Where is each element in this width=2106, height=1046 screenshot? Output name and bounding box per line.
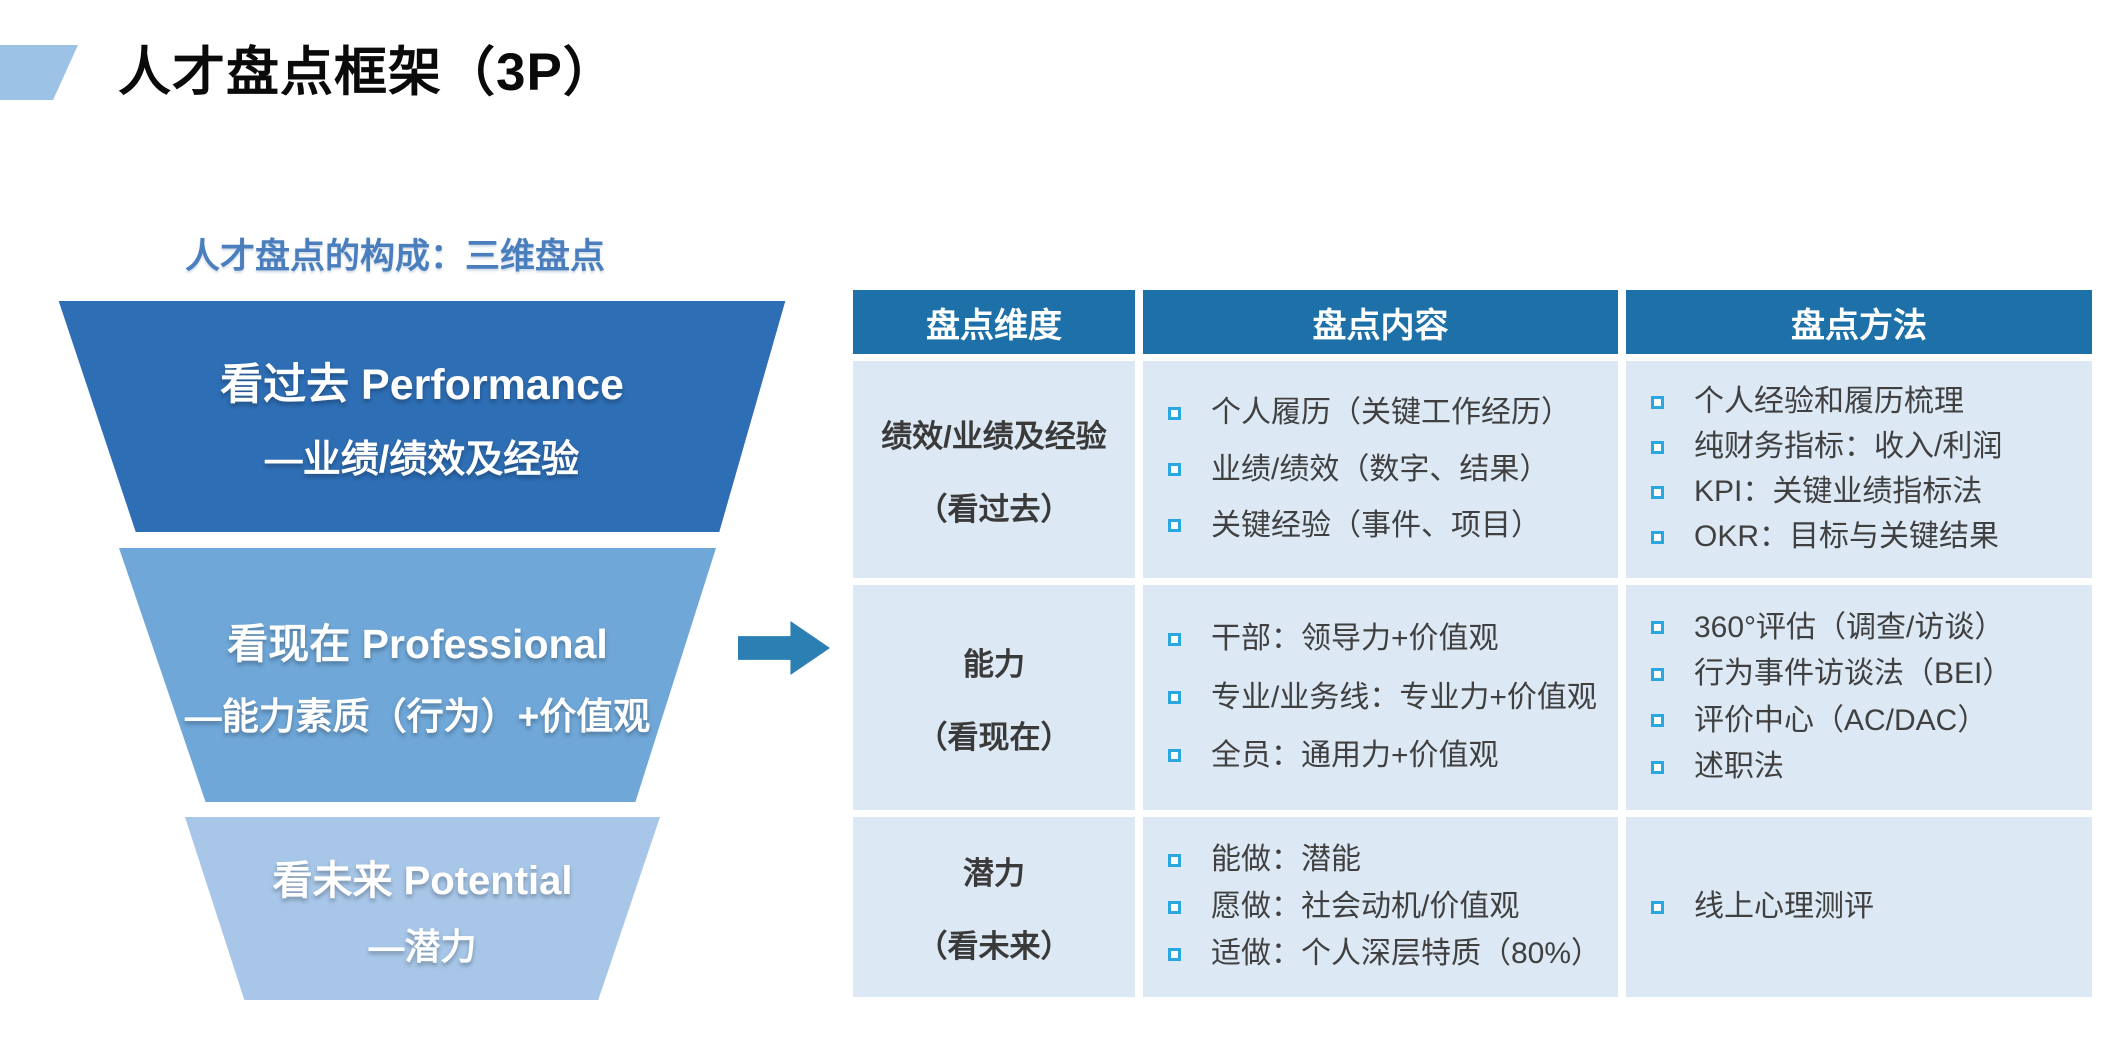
list-item: 评价中心（AC/DAC） bbox=[1651, 703, 2084, 739]
funnel-stage-potential: 看未来 Potential —潜力 bbox=[185, 817, 660, 1000]
square-bullet-icon bbox=[1168, 691, 1181, 704]
square-bullet-icon bbox=[1168, 632, 1181, 646]
square-bullet-icon bbox=[1651, 760, 1664, 774]
bullet-text: 业绩/绩效（数字、结果） bbox=[1211, 452, 1550, 486]
bullet-text: 能做：潜能 bbox=[1211, 843, 1361, 876]
funnel-caption: 人才盘点的构成：三维盘点 bbox=[185, 237, 606, 276]
bullet-text: 个人经验和履历梳理 bbox=[1694, 385, 1964, 418]
list-item: 线上心理测评 bbox=[1651, 889, 2084, 925]
stage-subtitle: —潜力 bbox=[368, 925, 477, 967]
cell-methods-potential: 线上心理测评 bbox=[1626, 817, 2092, 997]
list-item: 适做：个人深层特质（80%） bbox=[1168, 936, 1610, 972]
dimension-note: （看现在） bbox=[916, 719, 1072, 755]
list-item: 关键经验（事件、项目） bbox=[1168, 508, 1610, 544]
funnel-stage-performance: 看过去 Performance —业绩/绩效及经验 bbox=[58, 301, 786, 532]
bullet-text: 个人履历（关键工作经历） bbox=[1211, 396, 1571, 430]
funnel-stage-professional: 看现在 Professional —能力素质（行为）+价值观 bbox=[119, 548, 716, 802]
list-item: 干部：领导力+价值观 bbox=[1168, 621, 1610, 657]
cell-content-ability: 干部：领导力+价值观 专业/业务线：专业力+价值观 全员：通用力+价值观 bbox=[1143, 585, 1618, 810]
stage-subtitle: —业绩/绩效及经验 bbox=[264, 439, 580, 481]
column-header-dimension: 盘点维度 bbox=[853, 290, 1135, 354]
cell-dimension-performance: 绩效/业绩及经验 （看过去） bbox=[853, 361, 1135, 578]
square-bullet-icon bbox=[1168, 900, 1181, 914]
square-bullet-icon bbox=[1651, 440, 1664, 454]
stage-title: 看过去 Performance bbox=[220, 361, 624, 409]
cell-content-performance: 个人履历（关键工作经历） 业绩/绩效（数字、结果） 关键经验（事件、项目） bbox=[1143, 361, 1618, 578]
dimension-note: （看过去） bbox=[916, 491, 1072, 527]
bullet-text: 关键经验（事件、项目） bbox=[1211, 508, 1541, 542]
dimension-note: （看未来） bbox=[916, 929, 1072, 964]
stage-title: 看未来 Potential bbox=[272, 858, 573, 903]
bullet-text: 线上心理测评 bbox=[1694, 890, 1874, 923]
list-item: 愿做：社会动机/价值观 bbox=[1168, 889, 1610, 925]
bullet-text: 360°评估（调查/访谈） bbox=[1694, 610, 2005, 644]
dimension-title: 潜力 bbox=[963, 856, 1025, 891]
square-bullet-icon bbox=[1168, 947, 1181, 961]
bullet-text: 评价中心（AC/DAC） bbox=[1694, 703, 1988, 737]
bullet-text: 愿做：社会动机/价值观 bbox=[1211, 890, 1520, 923]
list-item: KPI：关键业绩指标法 bbox=[1651, 474, 2084, 510]
square-bullet-icon bbox=[1651, 714, 1664, 728]
square-bullet-icon bbox=[1651, 395, 1664, 409]
bullet-text: 专业/业务线：专业力+价值观 bbox=[1211, 680, 1597, 714]
bullet-text: 述职法 bbox=[1694, 750, 1784, 784]
stage-subtitle: —能力素质（行为）+价值观 bbox=[184, 696, 651, 737]
column-header-method: 盘点方法 bbox=[1626, 290, 2092, 354]
cell-methods-performance: 个人经验和履历梳理 纯财务指标：收入/利润 KPI：关键业绩指标法 OKR：目标… bbox=[1626, 361, 2092, 578]
bullet-text: OKR：目标与关键结果 bbox=[1694, 520, 2000, 553]
column-header-content: 盘点内容 bbox=[1143, 290, 1618, 354]
bullet-text: 全员：通用力+价值观 bbox=[1211, 738, 1499, 772]
square-bullet-icon bbox=[1651, 667, 1664, 681]
dimension-title: 绩效/业绩及经验 bbox=[881, 418, 1107, 454]
list-item: 能做：潜能 bbox=[1168, 842, 1610, 878]
bullet-text: 行为事件访谈法（BEI） bbox=[1694, 657, 2013, 691]
list-item: 专业/业务线：专业力+价值观 bbox=[1168, 680, 1610, 716]
square-bullet-icon bbox=[1651, 530, 1664, 544]
bullet-text: 适做：个人深层特质（80%） bbox=[1211, 937, 1602, 970]
list-item: 个人经验和履历梳理 bbox=[1651, 384, 2084, 420]
square-bullet-icon bbox=[1651, 485, 1664, 499]
title-parallelogram-decoration bbox=[0, 45, 78, 100]
cell-dimension-potential: 潜力 （看未来） bbox=[853, 817, 1135, 997]
square-bullet-icon bbox=[1651, 621, 1664, 635]
cell-dimension-ability: 能力 （看现在） bbox=[853, 585, 1135, 810]
bullet-text: 纯财务指标：收入/利润 bbox=[1694, 430, 2003, 463]
list-item: 行为事件访谈法（BEI） bbox=[1651, 656, 2084, 692]
list-item: 360°评估（调查/访谈） bbox=[1651, 610, 2084, 646]
square-bullet-icon bbox=[1168, 406, 1181, 420]
cell-methods-ability: 360°评估（调查/访谈） 行为事件访谈法（BEI） 评价中心（AC/DAC） … bbox=[1626, 585, 2092, 810]
list-item: OKR：目标与关键结果 bbox=[1651, 519, 2084, 555]
square-bullet-icon bbox=[1651, 900, 1664, 914]
review-table: 盘点维度 盘点内容 盘点方法 绩效/业绩及经验 （看过去） 个人履历（关键工作经… bbox=[853, 290, 2092, 997]
stage-title: 看现在 Professional bbox=[227, 621, 608, 667]
bullet-text: 干部：领导力+价值观 bbox=[1211, 622, 1499, 656]
page-title: 人才盘点框架（3P） bbox=[118, 43, 617, 102]
square-bullet-icon bbox=[1168, 519, 1181, 533]
list-item: 述职法 bbox=[1651, 749, 2084, 785]
list-item: 纯财务指标：收入/利润 bbox=[1651, 429, 2084, 465]
list-item: 个人履历（关键工作经历） bbox=[1168, 395, 1610, 431]
square-bullet-icon bbox=[1168, 853, 1181, 867]
dimension-title: 能力 bbox=[963, 646, 1025, 682]
right-arrow-icon bbox=[738, 621, 830, 675]
cell-content-potential: 能做：潜能 愿做：社会动机/价值观 适做：个人深层特质（80%） bbox=[1143, 817, 1618, 997]
bullet-text: KPI：关键业绩指标法 bbox=[1694, 475, 1983, 508]
list-item: 全员：通用力+价值观 bbox=[1168, 738, 1610, 774]
square-bullet-icon bbox=[1168, 749, 1181, 763]
square-bullet-icon bbox=[1168, 463, 1181, 476]
list-item: 业绩/绩效（数字、结果） bbox=[1168, 452, 1610, 488]
